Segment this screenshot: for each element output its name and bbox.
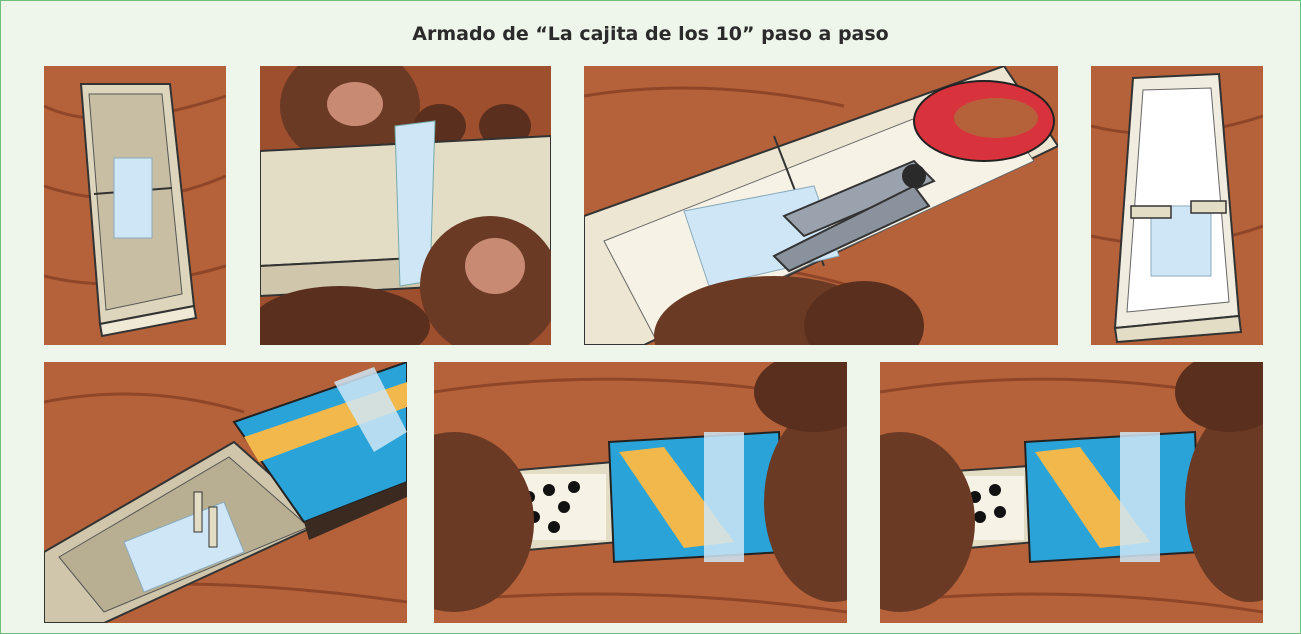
step-2-illustration	[260, 66, 551, 345]
step-4-illustration	[1091, 66, 1263, 345]
step-5-illustration	[44, 362, 407, 623]
step-1-illustration	[44, 66, 226, 345]
figure-title: Armado de “La cajita de los 10” paso a p…	[412, 23, 889, 45]
step-6-illustration	[434, 362, 847, 623]
step-3-illustration	[584, 66, 1058, 345]
step-7-illustration	[880, 362, 1263, 623]
